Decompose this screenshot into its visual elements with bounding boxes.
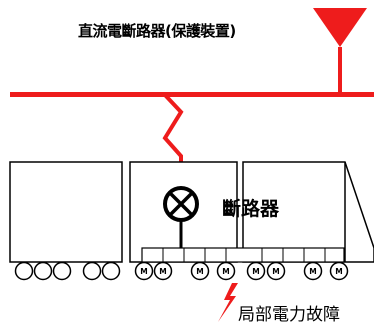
wheel [14, 261, 34, 281]
lightning-bolt-icon [218, 283, 238, 322]
protection-feeder [338, 47, 342, 94]
car-right [242, 161, 374, 263]
plain-wheels [14, 261, 121, 281]
wheel [52, 261, 72, 281]
motor-wheel: M [329, 261, 349, 281]
motor-label: M [140, 267, 147, 276]
red-triangle-icon [313, 8, 367, 47]
motor-label: M [196, 267, 203, 276]
breaker-cross-b [168, 191, 194, 217]
fault-label: 局部電力故障 [238, 305, 340, 325]
car-left [9, 161, 123, 263]
motor-wheel: M [134, 261, 154, 281]
bus-bar [141, 247, 345, 263]
wheel [101, 261, 121, 281]
motor-label: M [252, 267, 259, 276]
motor-wheel: M [246, 261, 266, 281]
motor-wheel: M [190, 261, 210, 281]
motor-wheels: M M M M M M M M [134, 261, 349, 281]
motor-label: M [335, 267, 342, 276]
motor-label: M [222, 267, 229, 276]
motor-label: M [309, 267, 316, 276]
motor-wheel: M [303, 261, 323, 281]
protection-device-label: 直流電斷路器(保護裝置) [78, 22, 236, 40]
bus-bar-dividers [162, 248, 326, 262]
motor-wheel: M [153, 261, 173, 281]
breaker-label: 斷路器 [222, 198, 280, 220]
motor-wheel: M [216, 261, 236, 281]
wheel [82, 261, 102, 281]
motor-wheel: M [266, 261, 286, 281]
wheel [33, 261, 53, 281]
motor-label: M [159, 267, 166, 276]
motor-label: M [272, 267, 279, 276]
overhead-line [10, 92, 374, 97]
